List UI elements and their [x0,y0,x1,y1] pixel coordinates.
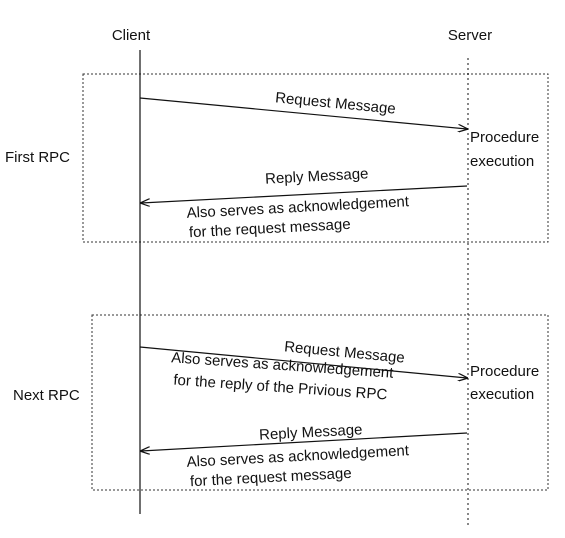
first-rpc-box [82,73,549,243]
first-reply-label: Reply Message [265,165,369,187]
next-request-arrow [139,346,467,378]
first-request-arrow [139,97,467,129]
next-rpc-box [91,314,549,491]
first-request-label: Request Message [274,89,396,117]
client-label: Client [112,27,151,44]
server-label: Server [448,27,492,44]
next-reply-label: Reply Message [259,421,363,443]
first-reply-arrow [141,185,468,203]
next-procedure-line2: execution [470,386,534,403]
first-rpc-label: First RPC [5,149,70,166]
first-procedure-line1: Procedure [470,129,539,146]
next-rpc-label: Next RPC [13,387,80,404]
first-ack-line1: Also serves as acknowledgement [186,193,410,222]
first-procedure-line2: execution [470,153,534,170]
next-reply-arrow [141,432,468,451]
next-procedure-line1: Procedure [470,363,539,380]
